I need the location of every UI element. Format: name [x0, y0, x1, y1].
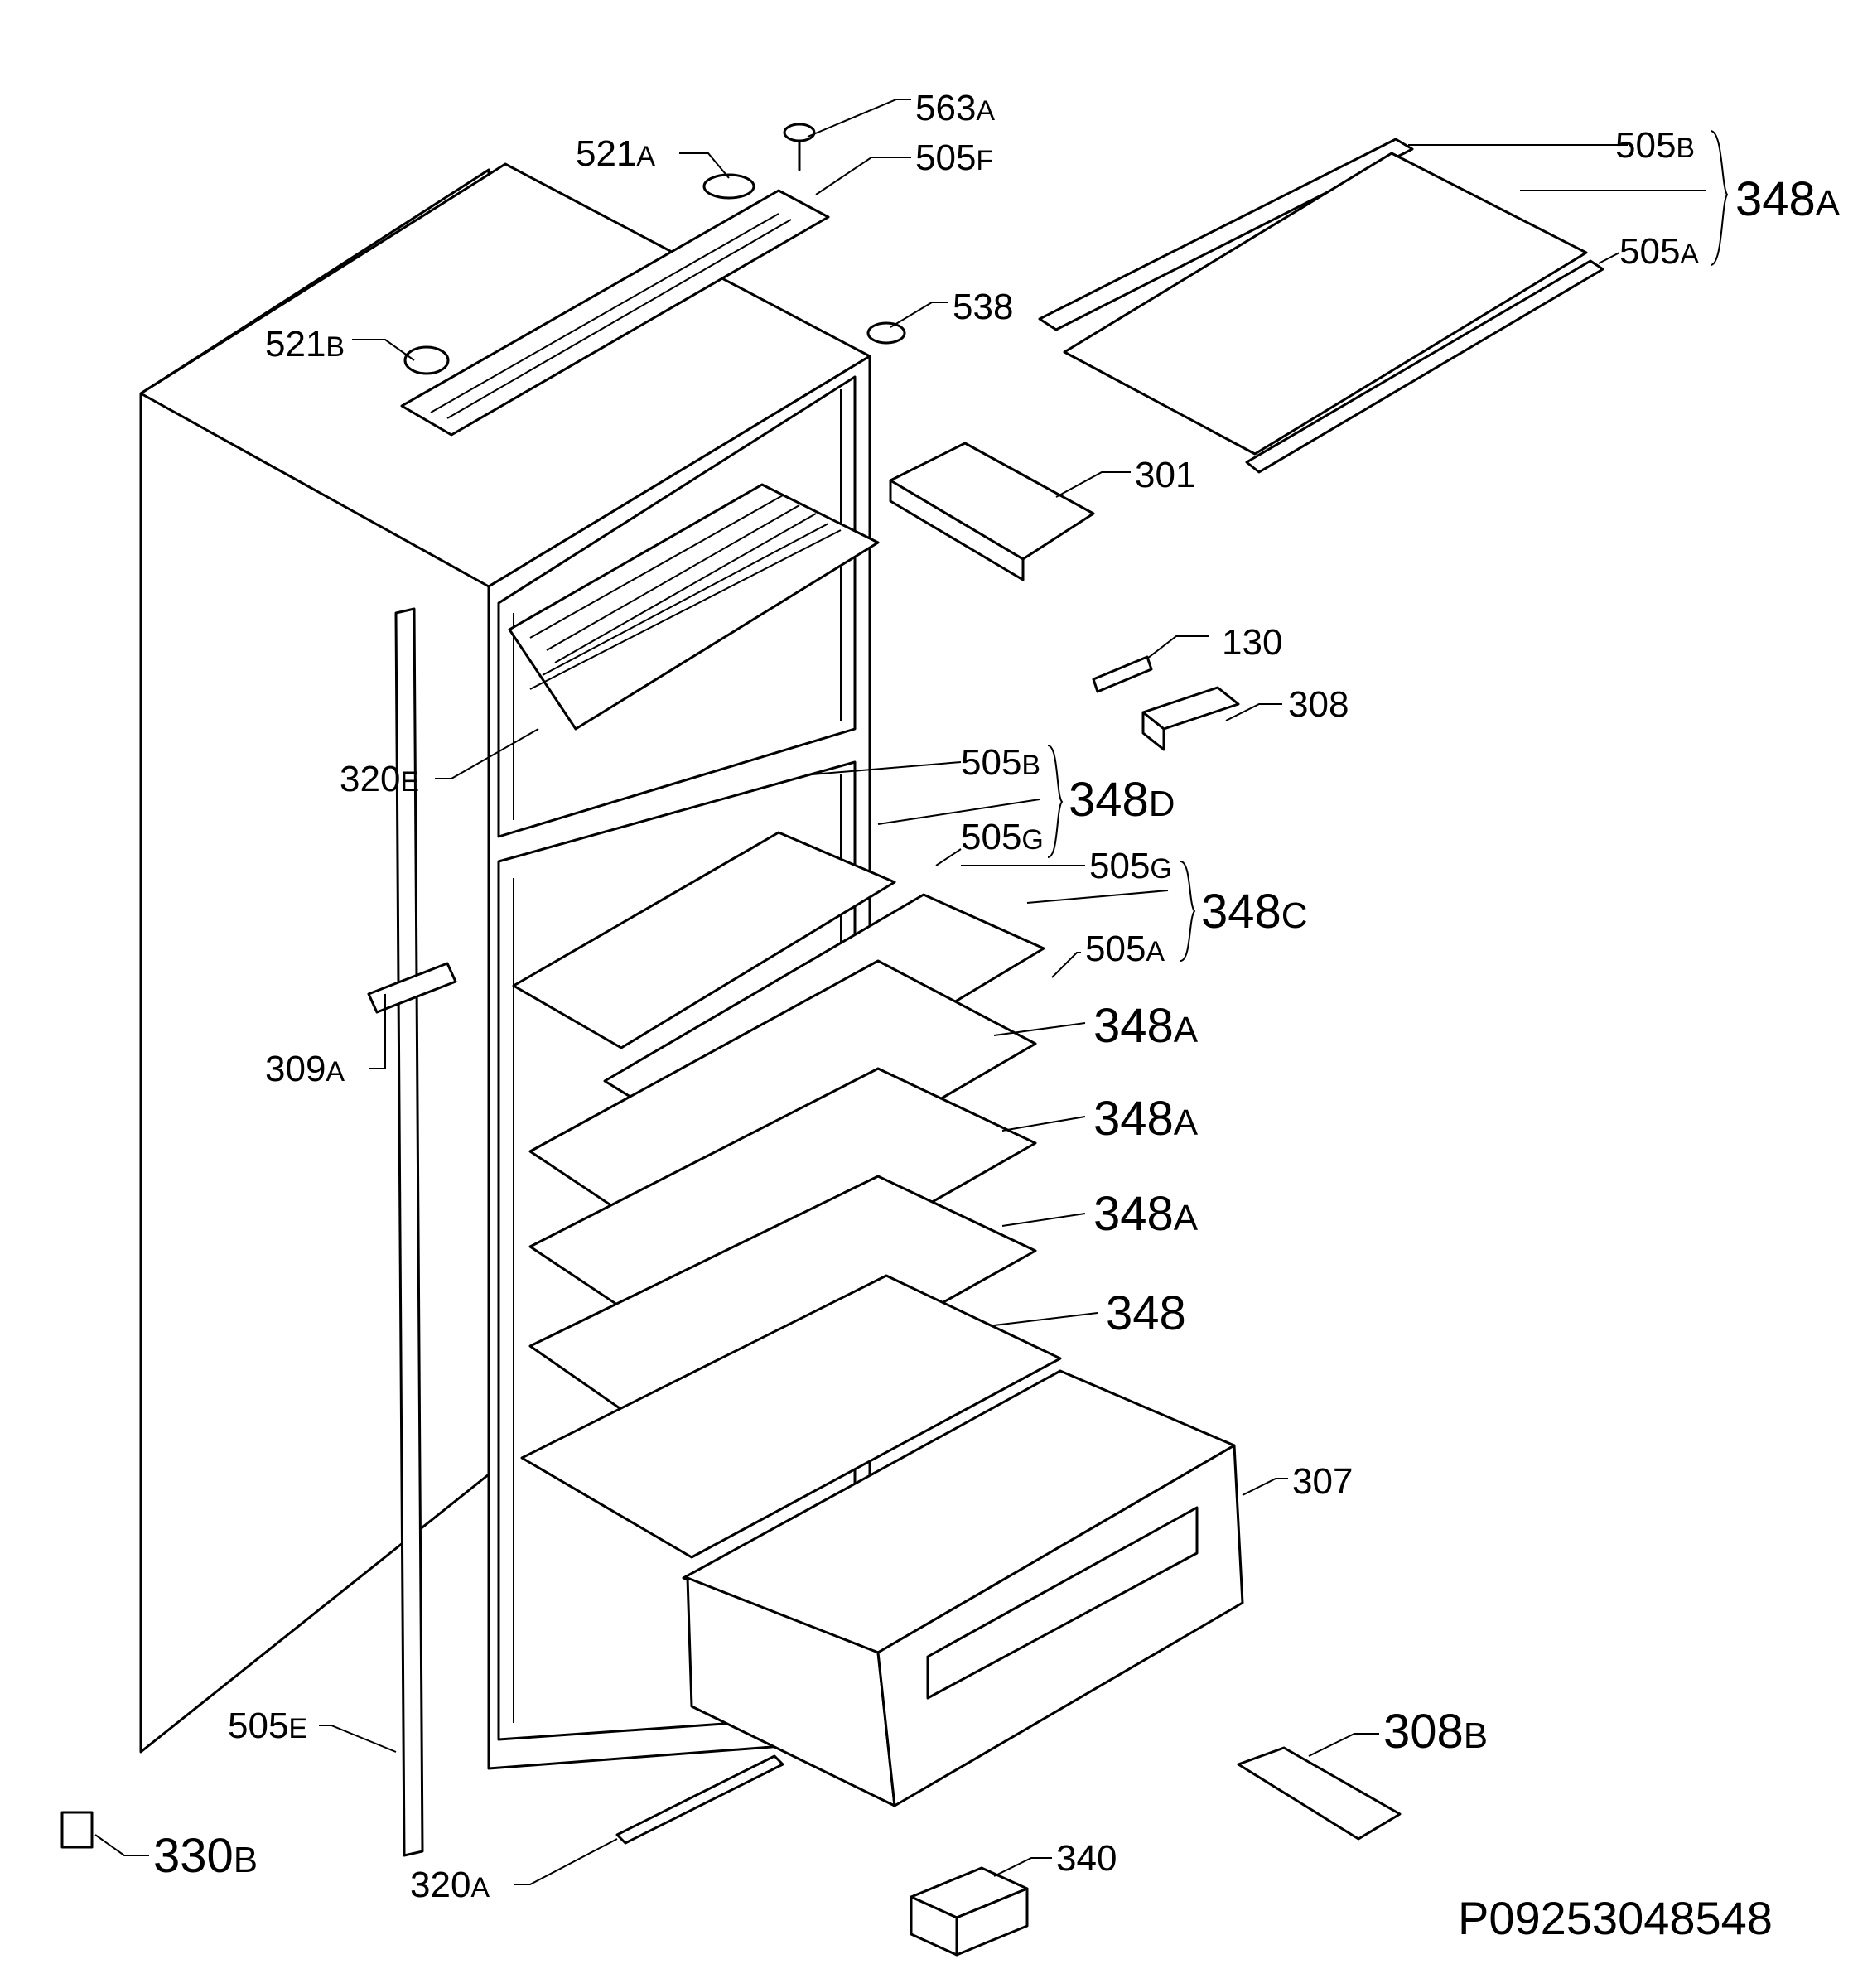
part-538	[866, 321, 906, 345]
label-505a-top: 505A	[1619, 231, 1699, 272]
top-hinge-plate	[400, 189, 830, 437]
label-521a: 521A	[576, 133, 655, 174]
part-330b-foot	[60, 1811, 94, 1849]
label-309a: 309A	[265, 1049, 345, 1089]
label-130: 130	[1222, 622, 1282, 663]
label-505f: 505F	[915, 138, 993, 178]
label-505b-top: 505B	[1615, 125, 1695, 166]
label-563a: 563A	[915, 88, 995, 128]
label-320a: 320A	[410, 1865, 490, 1905]
crisper-drawer	[682, 1369, 1244, 1807]
label-505g-1: 505G	[961, 817, 1044, 857]
part-308-hinge	[1141, 686, 1240, 751]
freezer-shelf-grid	[508, 483, 880, 731]
part-563a-screw	[783, 123, 816, 171]
label-521b: 521B	[265, 324, 345, 364]
label-348a-3: 348A	[1093, 1187, 1199, 1241]
shelf-bottom	[520, 1274, 1062, 1559]
top-shelf-assembly	[1038, 138, 1604, 474]
part-340-block	[910, 1866, 1029, 1957]
label-301: 301	[1135, 455, 1195, 495]
label-348c: 348C	[1201, 885, 1308, 939]
label-320e: 320E	[340, 759, 419, 799]
label-538: 538	[953, 287, 1013, 327]
drawing-code: P09253048548	[1458, 1892, 1773, 1944]
part-labels: 563A 521A 505F 505B 348A 505A 538 521B 3…	[153, 88, 1841, 1944]
label-348a-top: 348A	[1735, 172, 1841, 226]
leader-lines	[94, 99, 1706, 1885]
label-505a-mid: 505A	[1085, 929, 1165, 969]
part-521a	[702, 173, 755, 200]
label-307: 307	[1292, 1461, 1353, 1502]
door-seal	[394, 607, 424, 1857]
label-308: 308	[1288, 684, 1349, 725]
label-505g-2: 505G	[1089, 846, 1172, 886]
label-505b-mid: 505B	[961, 742, 1040, 783]
label-348: 348	[1106, 1286, 1186, 1340]
label-505e: 505E	[228, 1706, 307, 1746]
part-130	[1092, 655, 1153, 693]
label-330b: 330B	[153, 1829, 258, 1883]
ice-cube-tray	[889, 442, 1095, 581]
part-320a	[615, 1754, 784, 1845]
part-309a	[367, 962, 457, 1014]
shelf-348d	[512, 831, 896, 1049]
label-340: 340	[1056, 1838, 1117, 1879]
label-348d: 348D	[1069, 773, 1175, 827]
label-308b: 308B	[1383, 1705, 1488, 1759]
label-348a-1: 348A	[1093, 999, 1199, 1053]
group-braces	[1047, 130, 1729, 962]
part-521b	[403, 345, 450, 375]
part-308b-hinge	[1237, 1746, 1402, 1841]
label-348a-2: 348A	[1093, 1092, 1199, 1146]
